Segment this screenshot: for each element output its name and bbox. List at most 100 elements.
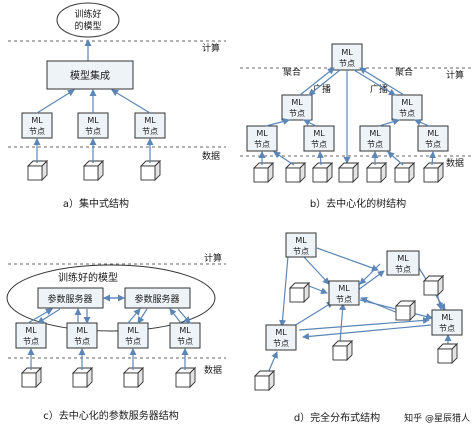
compute-label-a: 计算 bbox=[202, 42, 220, 54]
arrow-a1-up bbox=[36, 89, 75, 114]
arrow-leaf1-up bbox=[265, 118, 290, 127]
data-cube-a3 bbox=[140, 160, 161, 181]
broadcast-label-left: 广播 bbox=[313, 83, 331, 95]
data-cube-c1 bbox=[21, 367, 42, 388]
svg-text:节点: 节点 bbox=[85, 127, 101, 136]
svg-text:ML: ML bbox=[295, 236, 307, 245]
aggregate-label-right: 聚合 bbox=[395, 66, 413, 78]
svg-text:节点: 节点 bbox=[439, 324, 455, 333]
svg-text:ML: ML bbox=[397, 254, 409, 263]
ml-node-b-mid-right: ML 节点 bbox=[391, 94, 423, 121]
compute-label-b: 计算 bbox=[446, 69, 464, 81]
data-cube-d5 bbox=[437, 343, 458, 364]
arrow-d-cube3 bbox=[339, 303, 347, 344]
ml-node-a1: ML 节点 bbox=[21, 112, 53, 139]
data-label-c: 数据 bbox=[204, 364, 222, 376]
ml-node-c4: ML 节点 bbox=[169, 322, 201, 349]
data-cube-c3 bbox=[123, 367, 144, 388]
caption-b: b）去中心化的树结构 bbox=[310, 197, 406, 210]
ml-node-b-leaf-2: ML 节点 bbox=[303, 125, 335, 152]
ml-node-b-mid-left: ML 节点 bbox=[281, 94, 313, 121]
data-cube-b1 bbox=[253, 162, 274, 183]
arrow-a3-up bbox=[111, 89, 151, 114]
svg-text:ML: ML bbox=[256, 129, 268, 138]
ml-node-d1: ML 节点 bbox=[285, 232, 317, 258]
arrow-c4-down bbox=[177, 308, 191, 324]
arrow-cube-b3 bbox=[316, 151, 324, 166]
caption-d: d）完全分布式结构 bbox=[294, 411, 380, 424]
arrow-d-n2-n3 bbox=[359, 263, 381, 285]
data-cube-c4 bbox=[175, 367, 196, 388]
ml-node-c2: ML 节点 bbox=[66, 322, 98, 349]
ml-node-a3: ML 节点 bbox=[134, 112, 166, 139]
model-integration-label: 模型集成 bbox=[70, 69, 110, 82]
arrow-d-n4-n5 bbox=[298, 316, 430, 331]
svg-text:ML: ML bbox=[441, 313, 453, 322]
trained-model-label-1: 训练好 bbox=[74, 8, 101, 20]
arrow-c1-down bbox=[37, 308, 61, 324]
svg-text:节点: 节点 bbox=[336, 295, 352, 304]
data-cube-b6 bbox=[394, 162, 415, 183]
compute-label-c: 计算 bbox=[204, 252, 222, 264]
svg-text:ML: ML bbox=[427, 129, 439, 138]
ml-node-d5: ML 节点 bbox=[431, 309, 463, 336]
svg-text:ML: ML bbox=[313, 129, 325, 138]
trained-model-label-c: 训练好的模型 bbox=[58, 271, 118, 284]
svg-text:节点: 节点 bbox=[177, 337, 193, 346]
svg-text:节点: 节点 bbox=[23, 337, 39, 346]
data-cube-b5 bbox=[366, 162, 387, 183]
ml-node-c3: ML 节点 bbox=[117, 322, 149, 349]
trained-model-label-2: 的模型 bbox=[74, 20, 101, 32]
ml-node-d2: ML 节点 bbox=[386, 250, 420, 276]
svg-text:节点: 节点 bbox=[74, 337, 90, 346]
arrow-d-n1-n4 bbox=[279, 255, 289, 327]
arrow-c1-up bbox=[27, 308, 53, 324]
arrow-cube-b6 bbox=[387, 151, 404, 166]
data-cube-d1 bbox=[289, 282, 310, 303]
ml-node-b-leaf-3: ML 节点 bbox=[359, 125, 391, 152]
caption-a: a）集中式结构 bbox=[63, 197, 129, 210]
watermark-credit: 知乎 @星辰猎人 bbox=[404, 412, 470, 424]
arrow-cube-b2 bbox=[273, 151, 295, 166]
svg-text:节点: 节点 bbox=[395, 265, 411, 274]
panel-b: 计算 ML 节点 ML 节点 ML 节点 ML 节点 ML 节点 bbox=[240, 43, 472, 210]
arrow-broadcast-left bbox=[308, 69, 341, 96]
svg-text:节点: 节点 bbox=[339, 59, 355, 68]
arrow-d-n1-n2 bbox=[316, 247, 379, 272]
ml-node-d3: ML 节点 bbox=[328, 280, 360, 306]
panel-c: 计算 训练好的模型 参数服务器 参数服务器 ML 节点 ML 节点 ML 节点 bbox=[6, 252, 226, 422]
data-label-b: 数据 bbox=[446, 157, 464, 169]
data-cube-d2 bbox=[395, 300, 416, 321]
data-cube-d6 bbox=[423, 275, 444, 296]
data-cube-a2 bbox=[83, 160, 104, 181]
panel-d: ML 节点 ML 节点 ML 节点 ML 节点 ML 节点 d） bbox=[254, 232, 470, 424]
svg-text:节点: 节点 bbox=[367, 140, 383, 149]
arrow-d-n3-n2 bbox=[357, 270, 385, 291]
svg-text:ML: ML bbox=[31, 116, 43, 125]
arrow-d-n4-n3 bbox=[293, 301, 334, 327]
svg-text:节点: 节点 bbox=[125, 337, 141, 346]
broadcast-label-right: 广播 bbox=[370, 83, 388, 95]
data-cube-b3 bbox=[312, 162, 333, 183]
svg-text:节点: 节点 bbox=[142, 127, 158, 136]
arrow-leaf3-up bbox=[378, 118, 400, 127]
data-cube-a1 bbox=[27, 160, 48, 181]
ml-node-b-leaf-4: ML 节点 bbox=[417, 125, 449, 152]
arrow-d-cube1 bbox=[308, 285, 328, 295]
param-server-2: 参数服务器 bbox=[124, 287, 191, 309]
svg-text:ML: ML bbox=[87, 116, 99, 125]
arrow-d-n5-n4 bbox=[302, 324, 432, 340]
arrow-c3-down bbox=[137, 308, 148, 324]
ml-node-b-leaf-1: ML 节点 bbox=[246, 125, 278, 152]
svg-text:ML: ML bbox=[76, 326, 88, 335]
svg-text:ML: ML bbox=[179, 326, 191, 335]
ml-node-d4: ML 节点 bbox=[265, 324, 297, 351]
arrow-aggregate-left bbox=[299, 67, 335, 96]
trained-model-ellipse bbox=[56, 2, 120, 38]
svg-text:节点: 节点 bbox=[311, 140, 327, 149]
svg-text:ML: ML bbox=[341, 48, 353, 57]
data-cube-b7 bbox=[423, 162, 444, 183]
data-cube-b2 bbox=[285, 162, 306, 183]
arrow-c4-up bbox=[169, 308, 182, 324]
